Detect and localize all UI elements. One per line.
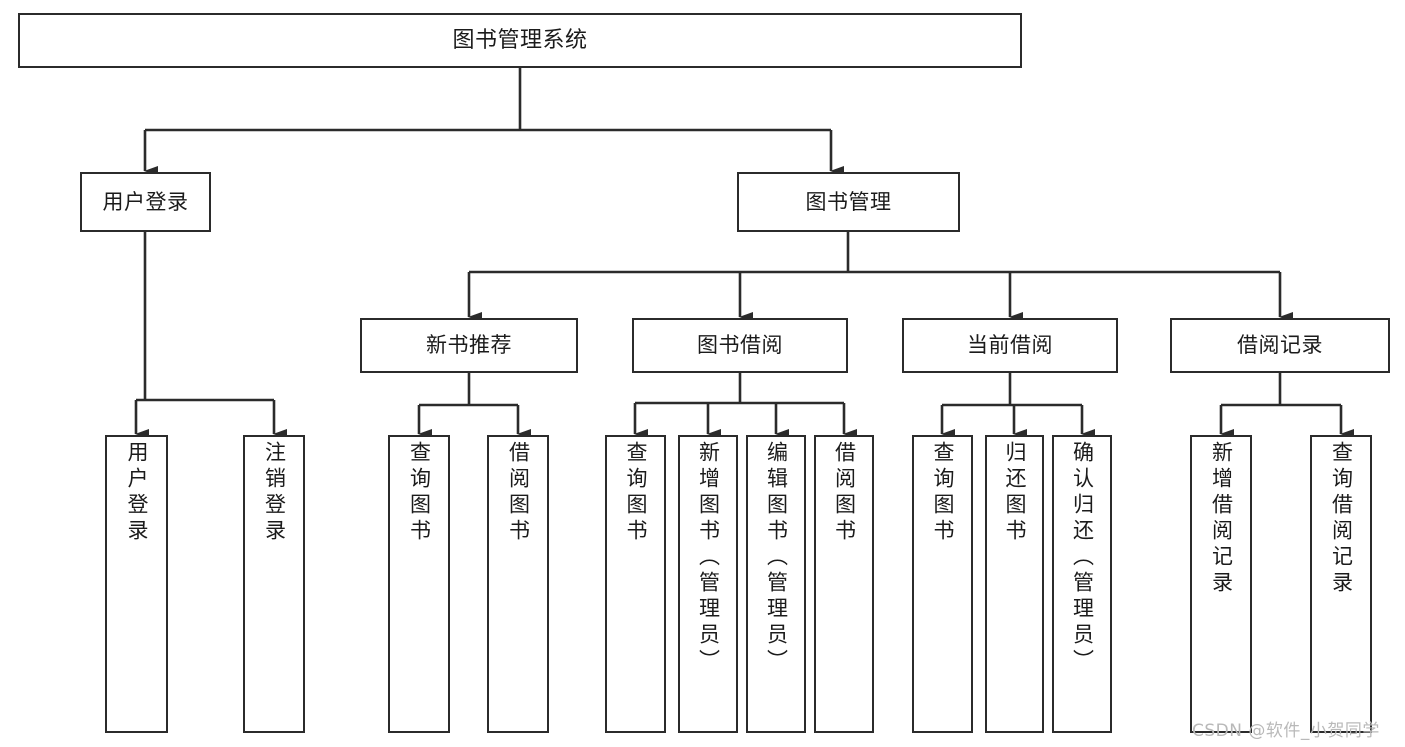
node-label: 借阅图书 — [506, 441, 531, 545]
node-label: 图书管理 — [805, 189, 892, 214]
node-current-borrow[interactable]: 当前借阅 — [902, 318, 1118, 373]
node-label: 新增图书（管理员） — [696, 441, 721, 675]
node-label: 编辑图书（管理员） — [764, 441, 789, 675]
node-root[interactable]: 图书管理系统 — [18, 13, 1022, 68]
leaf-add-book-admin[interactable]: 新增图书（管理员） — [678, 435, 738, 733]
node-label: 图书管理系统 — [452, 27, 588, 53]
leaf-add-borrow-record[interactable]: 新增借阅记录 — [1190, 435, 1252, 733]
node-book-borrow[interactable]: 图书借阅 — [632, 318, 848, 373]
leaf-query-book-borrow[interactable]: 查询图书 — [605, 435, 666, 733]
node-label: 查询图书 — [407, 441, 432, 545]
node-label: 新书推荐 — [426, 333, 512, 358]
node-label: 查询图书 — [931, 441, 955, 545]
leaf-query-book-rec[interactable]: 查询图书 — [388, 435, 450, 733]
node-label: 当前借阅 — [967, 333, 1053, 358]
node-label: 图书借阅 — [697, 333, 783, 358]
node-label: 用户登录 — [125, 441, 149, 545]
leaf-confirm-return-admin[interactable]: 确认归还（管理员） — [1052, 435, 1112, 733]
node-label: 查询借阅记录 — [1329, 441, 1354, 597]
leaf-query-borrow-record[interactable]: 查询借阅记录 — [1310, 435, 1372, 733]
node-borrow-record[interactable]: 借阅记录 — [1170, 318, 1390, 373]
node-label: 借阅图书 — [832, 441, 857, 545]
node-user-login[interactable]: 用户登录 — [80, 172, 211, 232]
node-label: 确认归还（管理员） — [1070, 441, 1095, 675]
leaf-query-book-current[interactable]: 查询图书 — [912, 435, 973, 733]
node-label: 归还图书 — [1003, 441, 1027, 545]
leaf-borrow-book-rec[interactable]: 借阅图书 — [487, 435, 549, 733]
node-new-book-recommend[interactable]: 新书推荐 — [360, 318, 578, 373]
leaf-return-book[interactable]: 归还图书 — [985, 435, 1044, 733]
leaf-edit-book-admin[interactable]: 编辑图书（管理员） — [746, 435, 806, 733]
node-label: 查询图书 — [624, 441, 648, 545]
leaf-user-login[interactable]: 用户登录 — [105, 435, 168, 733]
node-label: 借阅记录 — [1237, 333, 1323, 358]
node-label: 注销登录 — [262, 441, 287, 545]
node-label: 用户登录 — [102, 189, 189, 214]
leaf-logout-login[interactable]: 注销登录 — [243, 435, 305, 733]
node-label: 新增借阅记录 — [1209, 441, 1234, 597]
node-book-manage[interactable]: 图书管理 — [737, 172, 960, 232]
leaf-borrow-book[interactable]: 借阅图书 — [814, 435, 874, 733]
